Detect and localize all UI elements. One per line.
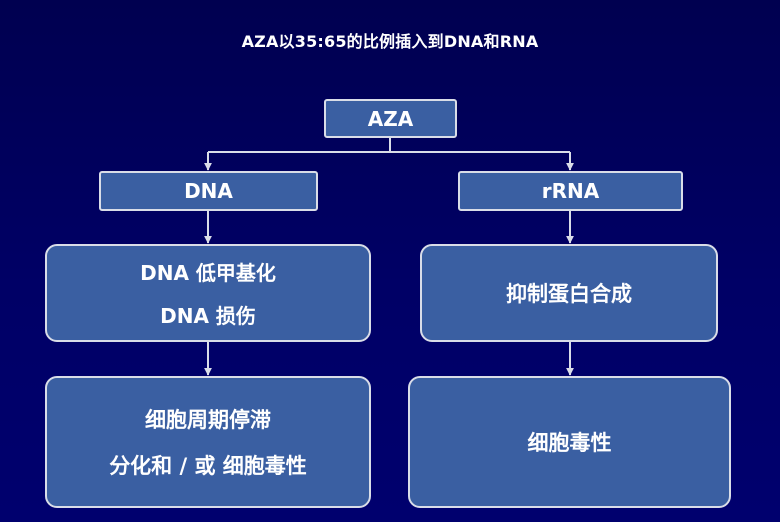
node-dna-effect-line-1: DNA 低甲基化: [140, 261, 276, 285]
node-dna-outcomes: 细胞周期停滞 分化和 / 或 细胞毒性: [45, 376, 371, 508]
node-root-label: AZA: [367, 106, 414, 131]
node-dna-effects: DNA 低甲基化 DNA 损伤: [45, 244, 371, 342]
diagram-title: AZA以35:65的比例插入到DNA和RNA: [241, 32, 539, 51]
node-rrna-outcomes: 细胞毒性: [408, 376, 731, 508]
node-rrna-outcome-line-1: 细胞毒性: [527, 431, 612, 455]
node-dna: DNA: [99, 171, 318, 211]
node-dna-effect-line-2: DNA 损伤: [160, 304, 256, 328]
node-dna-outcome-line-1: 细胞周期停滞: [145, 408, 271, 432]
node-rrna-effects: 抑制蛋白合成: [420, 244, 718, 342]
node-dna-outcome-line-2: 分化和 / 或 细胞毒性: [109, 454, 307, 478]
node-root: AZA: [324, 99, 457, 138]
node-rrna-effect-line-1: 抑制蛋白合成: [506, 282, 632, 306]
node-rrna: rRNA: [458, 171, 683, 211]
node-rrna-label: rRNA: [541, 179, 600, 203]
node-dna-label: DNA: [184, 179, 233, 203]
